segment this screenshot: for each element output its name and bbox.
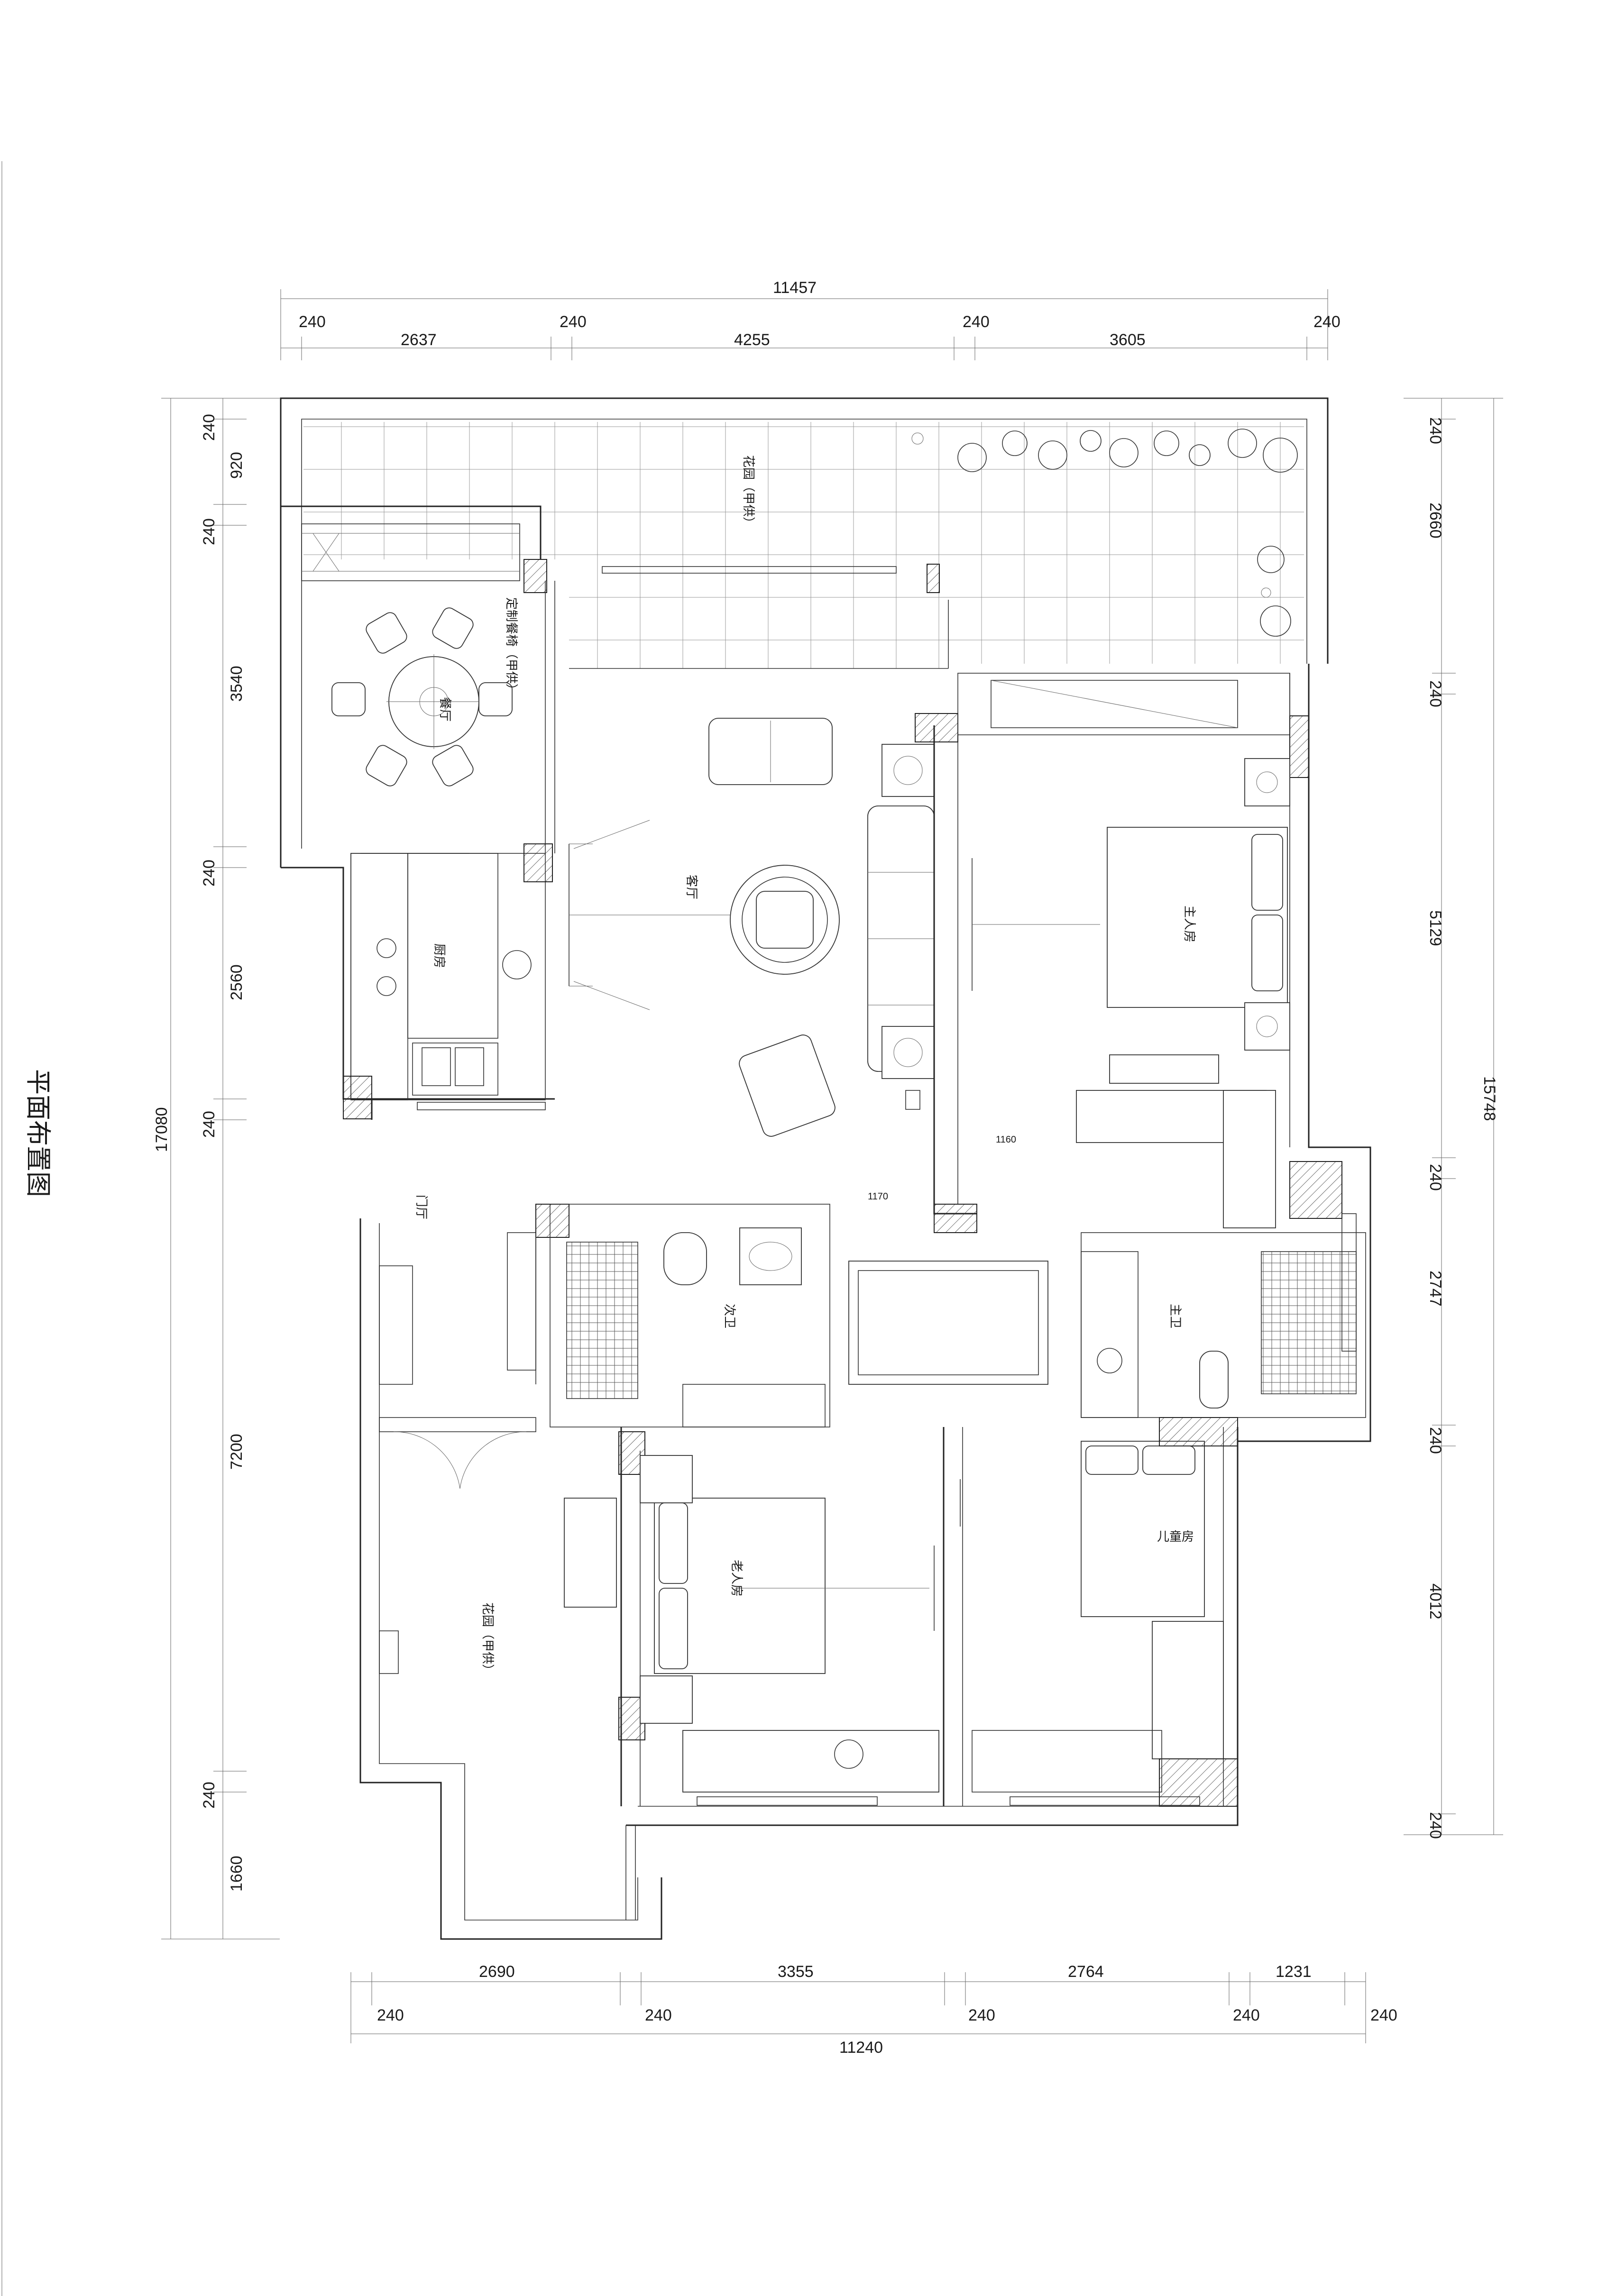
second-bath: 次卫 1170 [550,1191,1048,1427]
room-label-dining: 餐厅 [438,697,452,722]
dim-left-w2: 240 [200,518,218,545]
dim-right-w4: 240 [1426,1427,1444,1454]
dim-top-seg-a: 2637 [401,331,437,349]
left-garden: 花园（甲供） [379,1417,636,1920]
dim-left-total: 17080 [153,1107,171,1152]
dim-right-d1: 2660 [1426,503,1444,539]
dim-right-w5: 240 [1426,1812,1444,1839]
dim-right-d2: 5129 [1426,910,1444,946]
dim-bottom-wall-c: 240 [968,2006,995,2024]
room-label-dining-note: 定制餐椅（甲供） [505,597,519,696]
dim-left-w5: 240 [200,1782,218,1809]
dim-left-d1: 920 [228,452,246,479]
dim-bottom-total: 11240 [839,2039,883,2057]
top-dimension-chain: 11457 240 2637 240 4255 240 3605 240 [280,279,1341,360]
left-dimension-chain: 17080 240 920 240 3540 240 2560 240 7200… [153,398,280,1939]
dim-top-wall-d: 240 [1313,313,1341,331]
dim-left-d2: 3540 [228,666,246,702]
top-garden: 花园（甲供） [303,422,1304,669]
master-bedroom: 主人房 1160 [915,673,1309,1233]
master-bath: 主卫 [1081,1161,1366,1418]
plan-title: 平面布置图 [24,1069,52,1197]
dim-left-w1: 240 [200,414,218,441]
shrub-cluster [911,429,1298,637]
dim-top-seg-b: 4255 [734,331,770,349]
dim-top-seg-c: 3605 [1110,331,1146,349]
dim-left-w3: 240 [200,860,218,887]
room-label-master-bath: 主卫 [1168,1304,1183,1328]
room-label-kitchen: 厨房 [432,943,447,968]
room-label-garden-top: 花园（甲供） [742,455,756,529]
dim-top-wall-b: 240 [560,313,587,331]
entry-area: 门厅 [379,1195,569,1385]
dim-left-d5: 1660 [228,1856,246,1892]
right-dimension-chain: 15748 240 2660 240 5129 240 2747 240 401… [1404,398,1503,1839]
dim-top-wall-a: 240 [299,313,326,331]
room-label-entry: 门厅 [414,1195,429,1219]
dim-top-total: 11457 [773,279,817,297]
dim-bottom-wall-b: 240 [645,2006,672,2024]
dim-bottom-seg-a: 2690 [479,1963,515,1981]
dim-right-d3: 2747 [1426,1271,1444,1307]
room-label-second-bath: 次卫 [723,1304,737,1328]
dining-area: 餐厅 定制餐椅（甲供） [281,505,555,853]
dim-right-d4: 4012 [1426,1583,1444,1619]
dim-left-d3: 2560 [228,964,246,1000]
elder-bedroom: 老人房 [564,1427,963,1806]
dim-left-w4: 240 [200,1111,218,1138]
dim-bottom-seg-d: 1231 [1276,1963,1312,1981]
dim-top-wall-c: 240 [963,313,990,331]
dim-right-total: 15748 [1480,1076,1498,1121]
dim-left-d4: 7200 [228,1434,246,1470]
dim-bottom-seg-b: 3355 [778,1963,814,1981]
room-label-child: 儿童房 [1157,1529,1194,1544]
dim-right-w3: 240 [1426,1164,1444,1191]
dim-bottom-wall-d: 240 [1233,2006,1260,2024]
kitchen-area: 厨房 [343,843,553,1119]
dim-bottom-wall-a: 240 [377,2006,404,2024]
dim-inner-b: 1170 [868,1191,888,1202]
child-bedroom: 儿童房 [960,1417,1238,1807]
living-area: 客厅 [569,718,935,1137]
bottom-dimension-chain: 2690 3355 2764 1231 240 240 240 240 240 … [350,1963,1397,2057]
dim-bottom-seg-c: 2764 [1068,1963,1104,1981]
dim-right-w1: 240 [1426,417,1444,444]
room-label-living: 客厅 [685,875,699,899]
dim-right-w2: 240 [1426,680,1444,707]
room-label-elder: 老人房 [730,1560,744,1597]
room-label-garden-left: 花园（甲供） [481,1602,495,1676]
dim-inner-a: 1160 [996,1134,1016,1145]
dim-bottom-wall-e: 240 [1370,2006,1397,2024]
room-label-master: 主人房 [1183,906,1197,942]
